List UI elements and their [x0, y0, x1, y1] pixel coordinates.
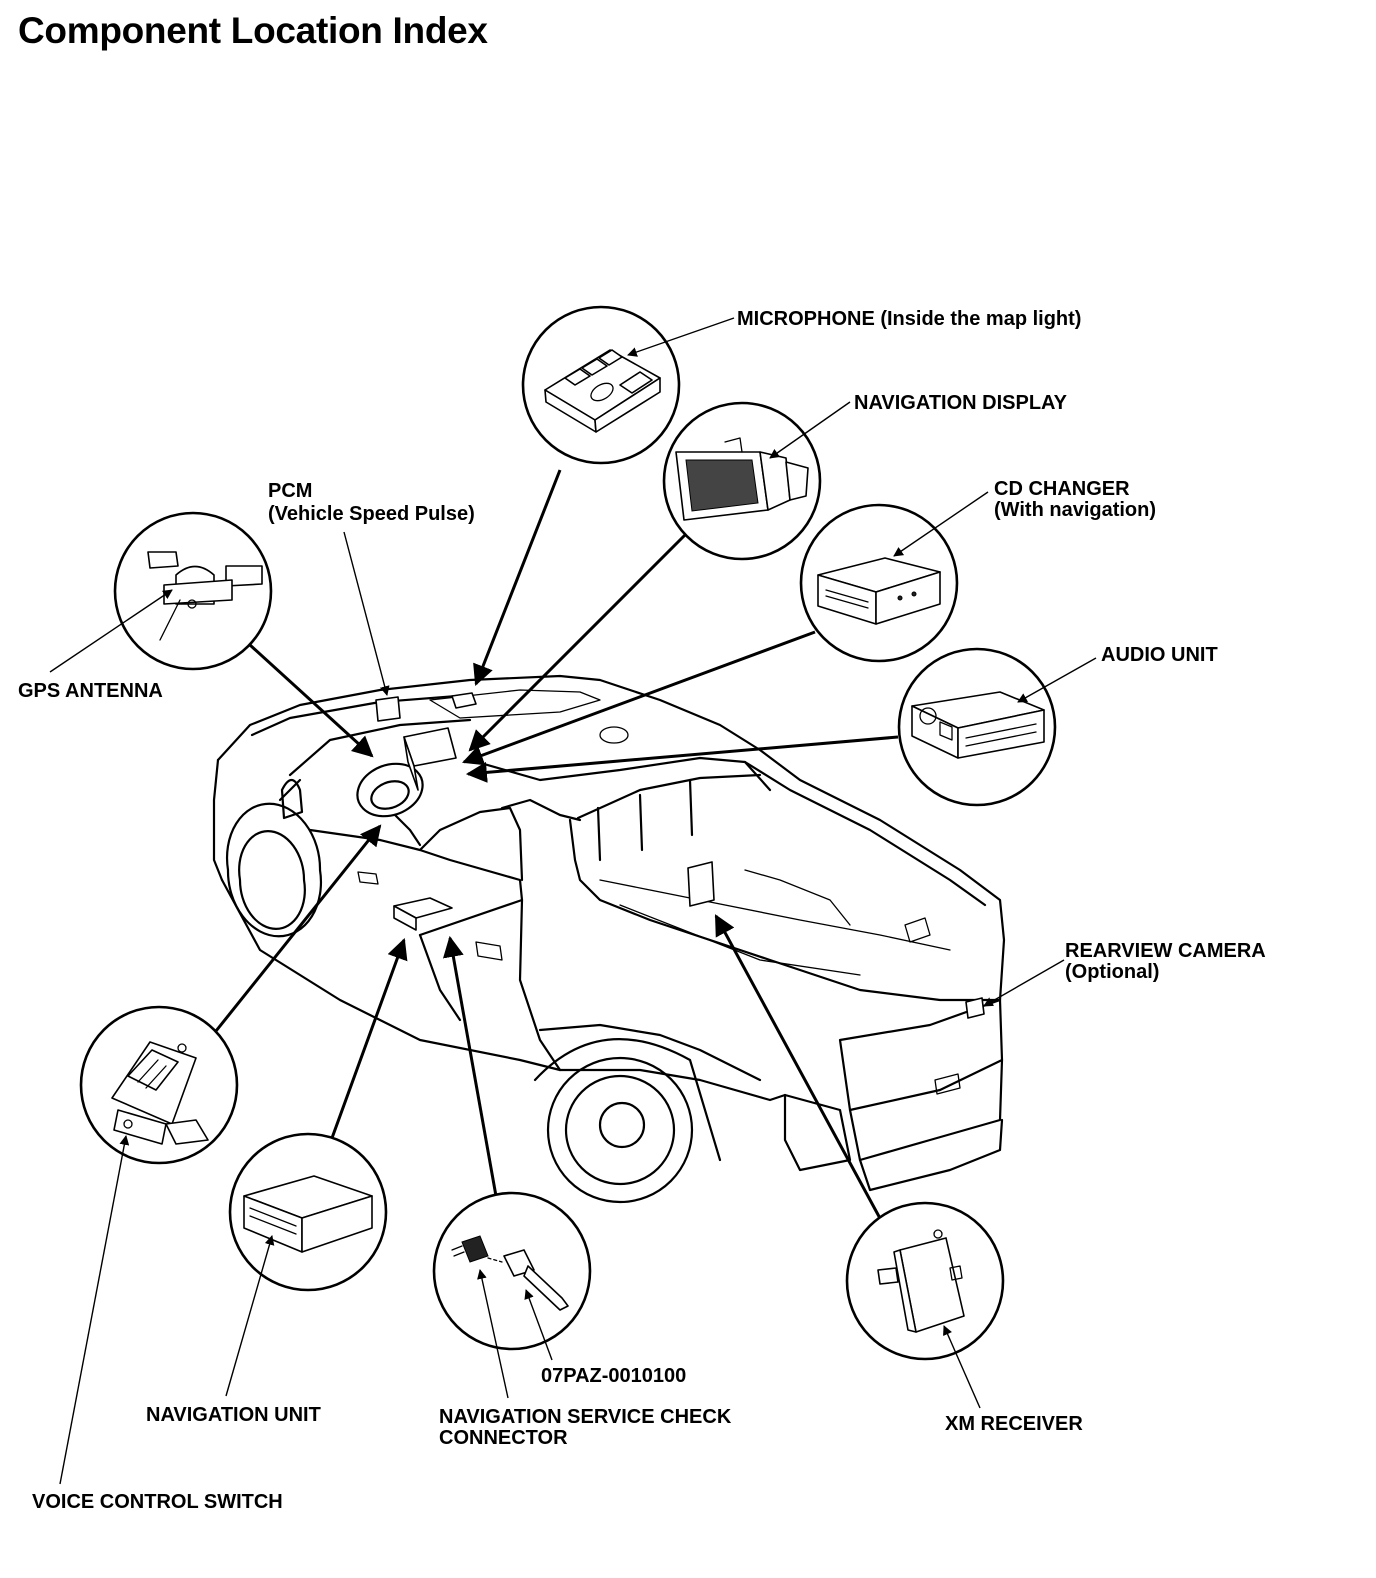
map-light-box: [451, 692, 477, 709]
nav-unit-box: [393, 897, 453, 931]
service-check-label-line1: NAVIGATION SERVICE CHECK: [439, 1406, 732, 1428]
xm-receiver-label: XM RECEIVER: [945, 1413, 1083, 1435]
audio-unit-label: AUDIO UNIT: [1101, 644, 1218, 666]
voice-control-switch-callout: [79, 1005, 239, 1165]
service-check-label-line2: CONNECTOR: [439, 1427, 568, 1449]
audio-unit-callout: [897, 647, 1057, 807]
gps-antenna-leader: [49, 589, 173, 673]
tool-number-label: 07PAZ-0010100: [541, 1365, 686, 1387]
gps-antenna-callout: [113, 511, 273, 671]
pointer-lines: [210, 469, 899, 1223]
xm-receiver-leader: [943, 1325, 981, 1409]
microphone-leader: [627, 317, 735, 357]
rearview-camera-label-line1: REARVIEW CAMERA: [1065, 940, 1266, 962]
cd-changer-label-line1: CD CHANGER: [994, 478, 1130, 500]
voice-control-switch-label: VOICE CONTROL SWITCH: [32, 1491, 283, 1513]
rearview-camera-leader: [983, 959, 1065, 1007]
navigation-unit-label: NAVIGATION UNIT: [146, 1404, 321, 1426]
tool-number-leader: [524, 1289, 553, 1361]
cd-changer-callout: [799, 503, 959, 663]
service-check-connector-callout: [432, 1191, 592, 1351]
microphone-label: MICROPHONE (Inside the map light): [737, 308, 1081, 330]
rear-camera-box: [965, 997, 985, 1019]
microphone-callout: [521, 305, 681, 465]
service-check-connector-leader: [477, 1269, 509, 1399]
navigation-display-label: NAVIGATION DISPLAY: [854, 392, 1068, 414]
cd-changer-leader: [893, 491, 989, 557]
pcm-leader: [343, 531, 390, 696]
gps-antenna-label: GPS ANTENNA: [18, 680, 163, 702]
truck-illustration: [212, 674, 1006, 1204]
xm-receiver-box: [687, 861, 715, 907]
audio-unit-leader: [1017, 657, 1097, 703]
pcm-label-line1: PCM: [268, 480, 312, 502]
navigation-unit-callout: [228, 1132, 388, 1292]
rearview-camera-label-line2: (Optional): [1065, 961, 1159, 983]
voice-control-switch-leader: [59, 1135, 130, 1485]
pcm-box: [375, 696, 401, 722]
navigation-display-callout: [662, 401, 822, 561]
pcm-label-line2: (Vehicle Speed Pulse): [268, 503, 475, 525]
cd-changer-label-line2: (With navigation): [994, 499, 1156, 521]
dash-display-box: [403, 727, 457, 791]
xm-receiver-callout: [845, 1201, 1005, 1361]
page-title: Component Location Index: [18, 10, 488, 51]
navigation-unit-leader: [225, 1235, 275, 1397]
navigation-display-leader: [769, 401, 851, 459]
